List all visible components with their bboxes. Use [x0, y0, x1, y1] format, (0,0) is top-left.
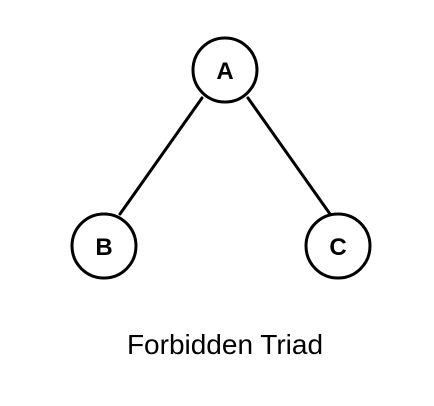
node-a-label: A — [216, 58, 233, 85]
node-c: C — [304, 212, 372, 280]
node-c-label: C — [329, 234, 346, 261]
node-c-circle — [304, 212, 372, 280]
edge-a-c — [246, 96, 332, 216]
node-b-circle — [70, 212, 138, 280]
node-b: B — [70, 212, 138, 280]
edge-a-b — [118, 96, 204, 216]
diagram-caption: Forbidden Triad — [127, 329, 323, 360]
node-a: A — [191, 36, 259, 104]
node-b-label: B — [95, 234, 112, 261]
node-a-circle — [191, 36, 259, 104]
